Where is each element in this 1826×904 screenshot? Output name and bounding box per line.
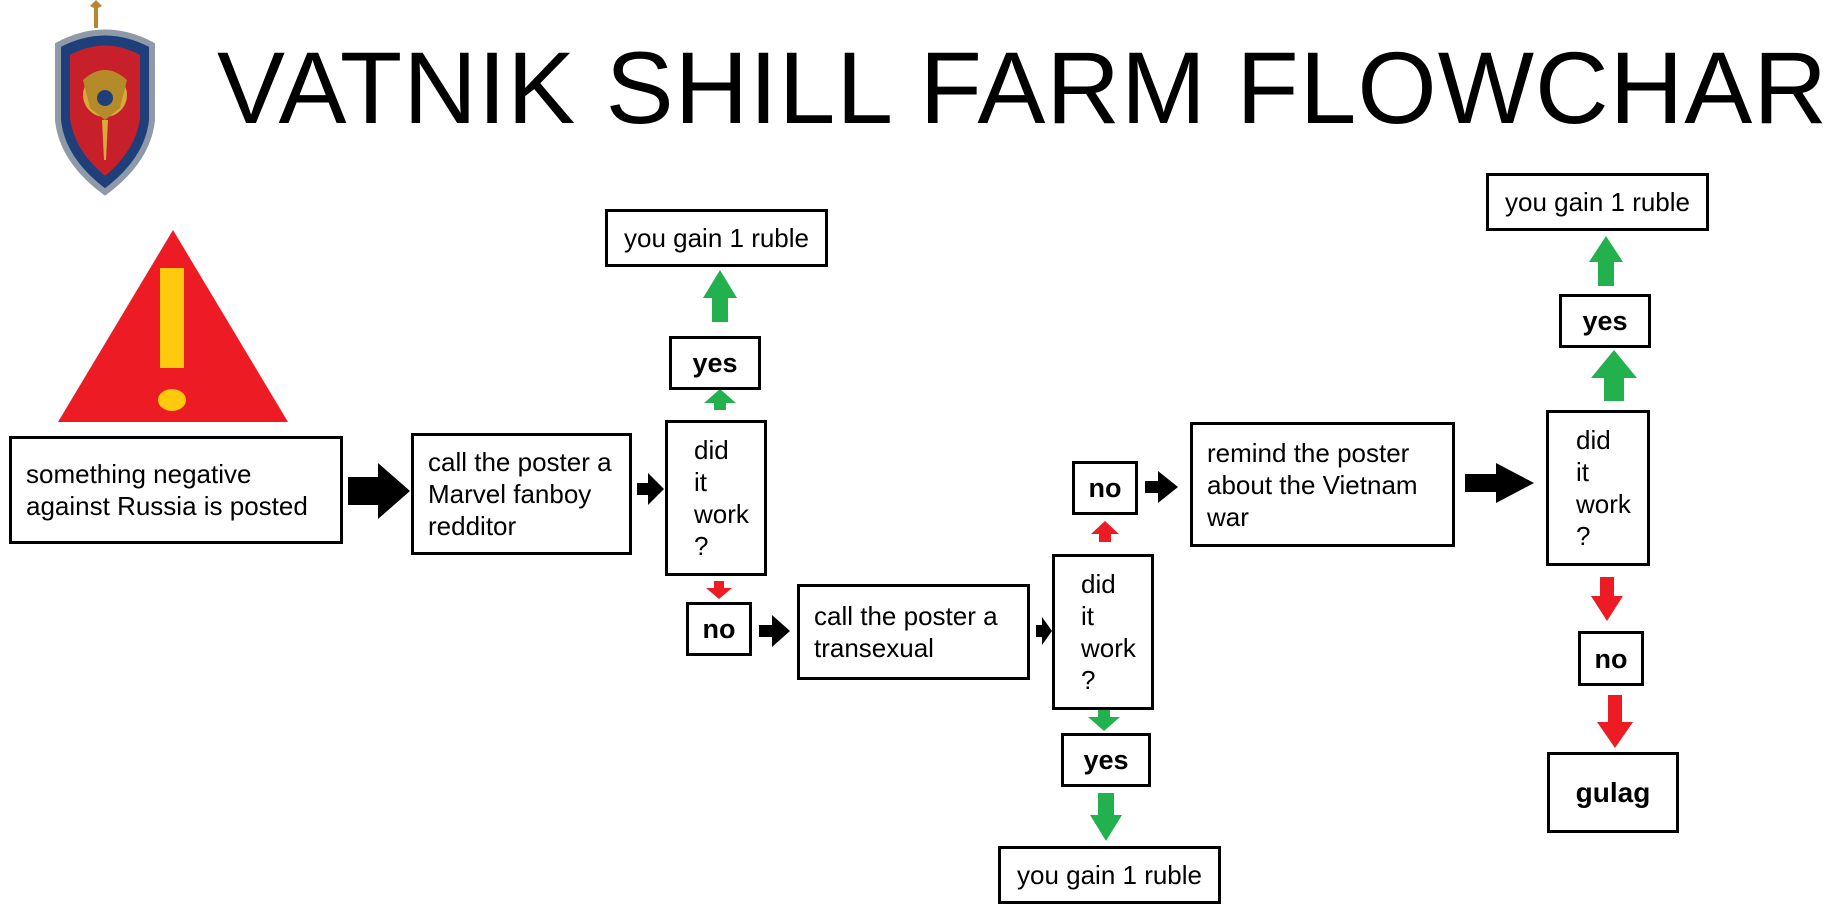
arrow-vietnam-to-check3 xyxy=(1465,463,1534,503)
arrow-check2-to-no2 xyxy=(1091,521,1119,542)
arrow-yes1-to-reward1 xyxy=(703,270,737,322)
check1-box: did it work ? xyxy=(665,420,767,576)
check2-box: did it work ? xyxy=(1052,554,1154,710)
no2-box: no xyxy=(1072,461,1138,515)
arrow-yes2-to-reward2 xyxy=(1090,793,1122,841)
arrow-marvel-to-check1 xyxy=(637,473,664,505)
arrow-check1-to-yes1 xyxy=(704,389,736,410)
arrow-check3-to-no3 xyxy=(1591,577,1623,621)
gulag-box: gulag xyxy=(1547,752,1679,833)
page-title: VATNIK SHILL FARM FLOWCHART xyxy=(217,31,1826,145)
arrow-trans-to-check2 xyxy=(1036,617,1052,645)
arrow-check1-to-no1 xyxy=(706,581,732,599)
yes2-box: yes xyxy=(1061,733,1151,787)
no3-box: no xyxy=(1578,631,1644,686)
yes1-box: yes xyxy=(669,336,761,390)
exclamation-bar xyxy=(160,268,184,368)
no1-box: no xyxy=(686,602,752,656)
arrow-no3-to-gulag xyxy=(1597,695,1633,748)
reward2-box: you gain 1 ruble xyxy=(998,846,1221,904)
warning-icon xyxy=(58,230,288,422)
start-box: something negative against Russia is pos… xyxy=(9,436,343,544)
shield-emblem-icon xyxy=(55,0,155,196)
arrow-no2-to-vietnam xyxy=(1145,471,1178,503)
reward1-box: you gain 1 ruble xyxy=(605,209,828,267)
arrow-start-to-marvel xyxy=(348,463,410,519)
arrow-check2-to-yes2 xyxy=(1088,710,1120,731)
arrow-no1-to-trans xyxy=(759,615,790,647)
call-trans-box: call the poster a transexual xyxy=(797,584,1030,680)
reward3-box: you gain 1 ruble xyxy=(1486,173,1709,231)
check3-box: did it work ? xyxy=(1546,410,1650,566)
yes3-box: yes xyxy=(1559,294,1651,348)
remind-vietnam-box: remind the poster about the Vietnam war xyxy=(1190,422,1455,547)
arrow-check3-to-yes3 xyxy=(1591,350,1637,401)
exclamation-dot xyxy=(158,389,186,411)
arrow-yes3-to-reward3 xyxy=(1589,236,1623,286)
call-marvel-box: call the poster a Marvel fanboy redditor xyxy=(411,433,632,555)
